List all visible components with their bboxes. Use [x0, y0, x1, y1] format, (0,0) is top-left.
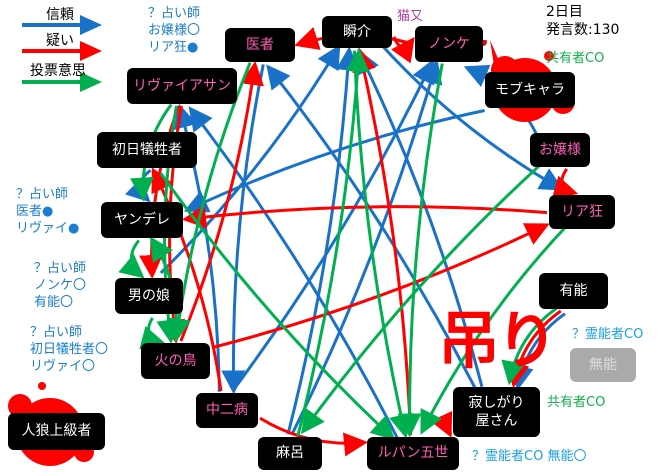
edge-vote-otokonoko-to-hinotori: [139, 317, 166, 350]
edge-vote-nonke-to-lupin: [397, 63, 444, 438]
edge-trust-sabishi-to-shunsuke: [357, 49, 484, 388]
post-count: 発言数:130: [546, 22, 620, 38]
seer-result-4: ？占い師 初日犠牲者〇 リヴァイ〇: [30, 325, 109, 374]
co-medium-1: ？霊能者CO: [572, 327, 644, 342]
node-shonichi[interactable]: 初日犠牲者: [97, 132, 197, 168]
co-shared-2: 共有者CO: [547, 395, 606, 410]
nekomata-label: 猫又: [397, 9, 424, 24]
edge-trust-lupin-to-leviathan: [188, 106, 399, 439]
edge-doubt-hinotori-to-riakyou: [211, 223, 550, 350]
edge-trust-otokonoko-to-shunsuke: [159, 44, 341, 274]
edge-trust-chuuni-to-nonke: [233, 58, 435, 390]
node-chuuni[interactable]: 中二病: [196, 393, 258, 428]
day-label: 2日目: [546, 4, 583, 20]
edge-trust-shunsuke-to-riakyou: [381, 45, 564, 191]
edge-trust-isha-to-chuuni: [221, 64, 265, 395]
node-yandere[interactable]: ヤンデレ: [101, 202, 183, 238]
edge-doubt-lupin-to-shunsuke: [352, 47, 413, 436]
legend-arrow-vote: [22, 72, 102, 92]
node-sabishi[interactable]: 寂しがり 屋さん: [453, 387, 540, 437]
node-hinotori[interactable]: 火の鳥: [141, 343, 210, 379]
legend-label-trust: 信頼: [46, 7, 74, 23]
legend-arrow-doubt: [22, 41, 102, 61]
edge-trust-maro-to-shunsuke: [286, 46, 360, 435]
node-riakyou[interactable]: リア狂: [549, 195, 615, 229]
node-isha[interactable]: 医者: [225, 28, 295, 62]
node-leviathan[interactable]: リヴァイアサン: [127, 68, 237, 104]
edge-vote-yuunou-to-sabishi: [501, 307, 558, 386]
legend-label-vote: 投票意思: [30, 63, 86, 79]
edge-vote-riakyou-to-lupin: [420, 227, 566, 435]
node-lupin[interactable]: ルパン五世: [367, 437, 459, 470]
node-yuunou[interactable]: 有能: [539, 273, 608, 309]
legend-arrow-trust: [22, 15, 102, 35]
node-maro[interactable]: 麻呂: [258, 437, 322, 470]
edge-vote-yandere-to-otokonoko: [118, 239, 145, 279]
node-mob[interactable]: モブキャラ: [485, 72, 575, 108]
seer-result-1: ？占い師 お嬢様〇 リア狂●: [148, 6, 201, 55]
node-munou[interactable]: 無能: [570, 348, 636, 382]
hanged-stamp: 吊り: [438, 304, 558, 377]
edge-vote-ojou-to-maro: [300, 164, 541, 435]
edge-doubt-hinotori-to-isha: [179, 61, 264, 342]
edge-vote-shunsuke-to-lupin: [352, 50, 413, 439]
node-shunsuke[interactable]: 瞬介: [322, 16, 392, 48]
edge-doubt-sabishi-to-lupin: [430, 410, 453, 438]
edge-trust-mob-to-yandere: [183, 109, 485, 213]
edge-doubt-ojou-to-riakyou: [551, 168, 579, 199]
co-medium-2: ？霊能者CO 無能〇: [472, 449, 587, 464]
edge-vote-shonichi-to-lupin: [159, 172, 396, 441]
seer-result-3: ？占い師 ノンケ〇 有能〇: [34, 261, 87, 310]
node-otokonoko[interactable]: 男の娘: [115, 278, 183, 314]
node-jinrou[interactable]: 人狼上級者: [8, 413, 105, 450]
seer-result-2: ？占い師 医者● リヴァイ●: [16, 187, 80, 236]
co-shared-1: 共有者CO: [546, 51, 605, 66]
legend-label-doubt: 疑い: [46, 33, 74, 49]
edge-vote-maro-to-shunsuke: [296, 47, 370, 437]
node-ojou[interactable]: お嬢様: [530, 133, 590, 167]
node-nonke[interactable]: ノンケ: [415, 26, 483, 62]
